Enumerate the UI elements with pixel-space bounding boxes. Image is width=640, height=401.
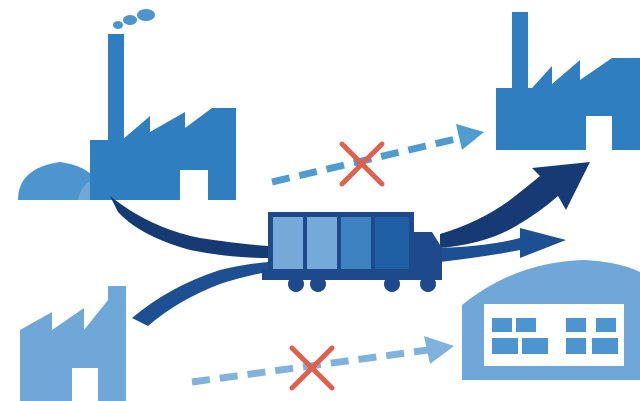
inbound-flow-top	[110, 196, 268, 258]
truck-chassis	[262, 270, 442, 280]
factory-body	[90, 108, 236, 200]
blocked-direct-route-top	[271, 124, 484, 187]
warehouse-floor	[470, 366, 640, 380]
dashed-arrow-head	[424, 336, 454, 364]
flow-ribbons	[110, 162, 590, 326]
container-section-2	[307, 217, 337, 269]
container-section-3	[341, 217, 371, 269]
warehouse-icon	[462, 260, 640, 380]
chimney-icon	[108, 34, 124, 154]
destination-factory-icon	[496, 12, 640, 150]
blocked-direct-route-bottom	[191, 336, 454, 391]
supplier-factory-icon	[20, 286, 126, 401]
cross-mark-icon	[339, 141, 385, 187]
truck-cab	[414, 232, 442, 278]
container-section-1	[273, 217, 303, 269]
outbound-arrow-to-warehouse	[440, 228, 566, 262]
container-section-4	[375, 217, 409, 269]
pallet-boxes	[492, 318, 618, 354]
outbound-arrow-to-factory	[440, 162, 590, 248]
inbound-flow-bottom	[132, 262, 268, 326]
smoke-icon	[113, 9, 155, 29]
warehouse-interior	[484, 304, 624, 366]
source-factory-icon	[18, 9, 236, 200]
dashed-arrow-head	[456, 124, 484, 150]
factory-body	[496, 58, 640, 150]
factory-body	[20, 286, 126, 401]
truck-wheels	[288, 276, 436, 292]
container-truck-icon	[262, 212, 442, 292]
dome-storage-icon	[18, 162, 102, 200]
chimney-icon	[512, 12, 528, 92]
cross-mark-icon	[289, 345, 335, 391]
